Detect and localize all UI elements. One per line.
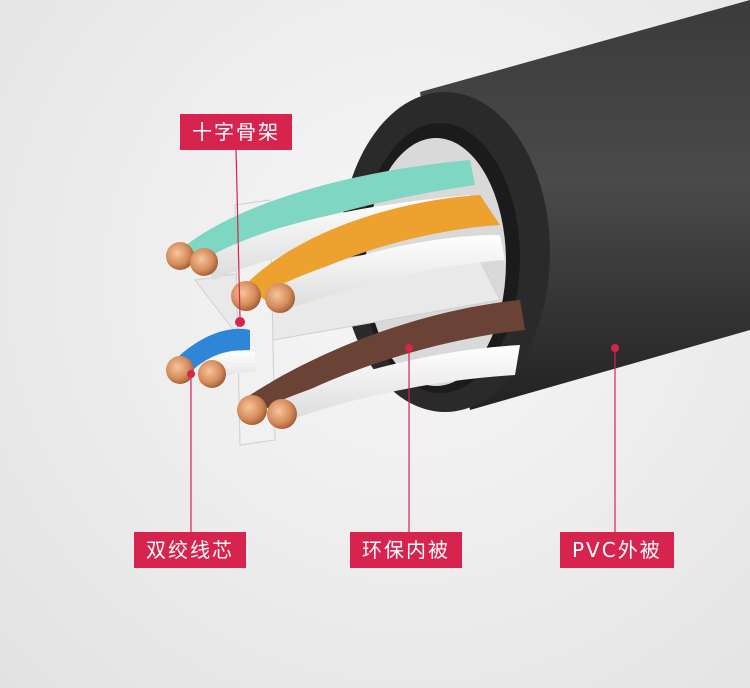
label-eco-inner-jacket: 环保内被	[350, 532, 462, 568]
brown-wire-pair	[237, 300, 525, 429]
blue-wire-pair	[166, 328, 255, 388]
label-twisted-pair-core: 双绞线芯	[134, 532, 246, 568]
leader-dots	[187, 317, 619, 378]
orange-wire-pair	[231, 195, 505, 313]
leader-lines	[190, 147, 616, 532]
label-cross-frame: 十字骨架	[180, 114, 292, 150]
label-pvc-outer-jacket: PVC外被	[560, 532, 674, 568]
